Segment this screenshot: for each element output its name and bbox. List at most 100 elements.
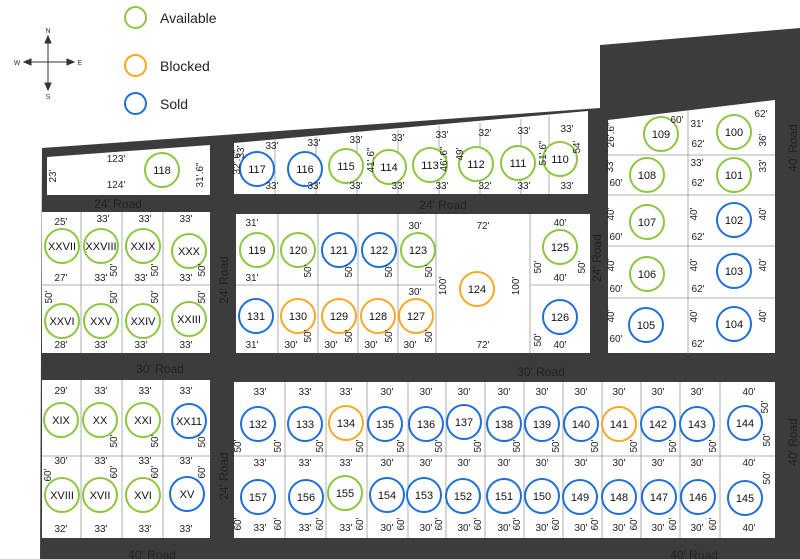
dimension-label: 60' [609,334,622,345]
plot-XXIX[interactable]: XXIX [125,228,161,264]
plot-label: 154 [378,490,396,502]
plot-138[interactable]: 138 [486,406,522,442]
plot-127[interactable]: 127 [398,298,434,334]
dimension-label: 33' [265,181,278,192]
plot-114[interactable]: 114 [371,149,407,185]
plot-XXV[interactable]: XXV [83,303,119,339]
plot-130[interactable]: 130 [280,298,316,334]
plot-status-circle [727,405,763,441]
plot-116[interactable]: 116 [287,151,323,187]
plot-label: 128 [369,311,387,323]
plot-141[interactable]: 141 [601,406,637,442]
plot-137[interactable]: 137 [446,404,482,440]
plot-XX[interactable]: XX [82,402,118,438]
plot-154[interactable]: 154 [369,477,405,513]
plot-104[interactable]: 104 [716,306,752,342]
plot-label: 102 [725,215,743,227]
plot-129[interactable]: 129 [321,298,357,334]
dimension-label: 33' [560,181,573,192]
plot-XIX[interactable]: XIX [43,402,79,438]
plot-128[interactable]: 128 [360,298,396,334]
dimension-label: 60' [150,465,161,478]
plot-152[interactable]: 152 [445,478,481,514]
plot-106[interactable]: 106 [629,256,665,292]
plot-151[interactable]: 151 [486,478,522,514]
plot-113[interactable]: 113 [412,147,448,183]
plot-111[interactable]: 111 [500,145,536,181]
plot-150[interactable]: 150 [524,478,560,514]
plot-label: 104 [725,319,743,331]
plot-131[interactable]: 131 [238,298,274,334]
dimension-label: 31' [245,273,258,284]
plot-124[interactable]: 124 [459,271,495,307]
plot-label: 123 [409,245,427,257]
plot-125[interactable]: 125 [542,229,578,265]
plot-134[interactable]: 134 [328,405,364,441]
plot-147[interactable]: 147 [641,479,677,515]
plot-155[interactable]: 155 [327,475,363,511]
plot-144[interactable]: 144 [727,405,763,441]
plot-109[interactable]: 109 [643,116,679,152]
plot-101[interactable]: 101 [716,157,752,193]
dimension-label: 30' [497,523,510,534]
plot-119[interactable]: 119 [239,232,275,268]
plot-status-circle [629,256,665,292]
plot-status-circle [367,406,403,442]
plot-status-circle [280,232,316,268]
plot-117[interactable]: 117 [239,151,275,187]
plot-107[interactable]: 107 [629,204,665,240]
plot-145[interactable]: 145 [727,480,763,516]
dimension-label: 60' [609,284,622,295]
plot-110[interactable]: 110 [542,141,578,177]
plot-115[interactable]: 115 [328,148,364,184]
plot-132[interactable]: 132 [240,406,276,442]
plot-112[interactable]: 112 [458,146,494,182]
plot-153[interactable]: 153 [406,477,442,513]
plot-XXVI[interactable]: XXVI [44,303,80,339]
plot-status-circle [125,303,161,339]
plot-123[interactable]: 123 [400,232,436,268]
plot-121[interactable]: 121 [321,232,357,268]
plot-103[interactable]: 103 [716,253,752,289]
plot-status-circle [563,406,599,442]
dimension-label: 33' [435,181,448,192]
plot-XVII[interactable]: XVII [82,477,118,513]
plot-XVIII[interactable]: XVIII [44,477,80,513]
plot-XXIV[interactable]: XXIV [125,303,161,339]
dimension-label: 33' [94,524,107,535]
plot-142[interactable]: 142 [640,406,676,442]
plot-XXX[interactable]: XXX [171,233,207,269]
plot-120[interactable]: 120 [280,232,316,268]
plot-108[interactable]: 108 [629,157,665,193]
plot-133[interactable]: 133 [287,406,323,442]
plot-XX11[interactable]: XX11 [171,403,207,439]
plot-102[interactable]: 102 [716,202,752,238]
plot-118[interactable]: 118 [144,152,180,188]
plot-140[interactable]: 140 [563,406,599,442]
plot-label: 110 [551,154,569,166]
plot-XVI[interactable]: XVI [125,477,161,513]
plot-139[interactable]: 139 [524,406,560,442]
dimension-label: 32' [54,524,67,535]
plot-126[interactable]: 126 [542,299,578,335]
plot-157[interactable]: 157 [240,479,276,515]
plot-105[interactable]: 105 [628,307,664,343]
available-swatch [124,6,147,29]
plot-136[interactable]: 136 [408,406,444,442]
plot-XXVII[interactable]: XXVII [44,228,80,264]
dimension-label: 33' [138,524,151,535]
plot-XV[interactable]: XV [169,476,205,512]
dimension-label: 50' [150,263,161,276]
plot-149[interactable]: 149 [562,479,598,515]
plot-XXIII[interactable]: XXIII [171,301,207,337]
plot-XXVIII[interactable]: XXVIII [83,228,119,264]
plot-100[interactable]: 100 [716,114,752,150]
plot-146[interactable]: 146 [680,479,716,515]
plot-135[interactable]: 135 [367,406,403,442]
plot-148[interactable]: 148 [601,479,637,515]
plot-XXI[interactable]: XXI [125,402,161,438]
plot-143[interactable]: 143 [679,406,715,442]
plot-status-circle [240,479,276,515]
plot-156[interactable]: 156 [288,479,324,515]
plot-122[interactable]: 122 [361,232,397,268]
